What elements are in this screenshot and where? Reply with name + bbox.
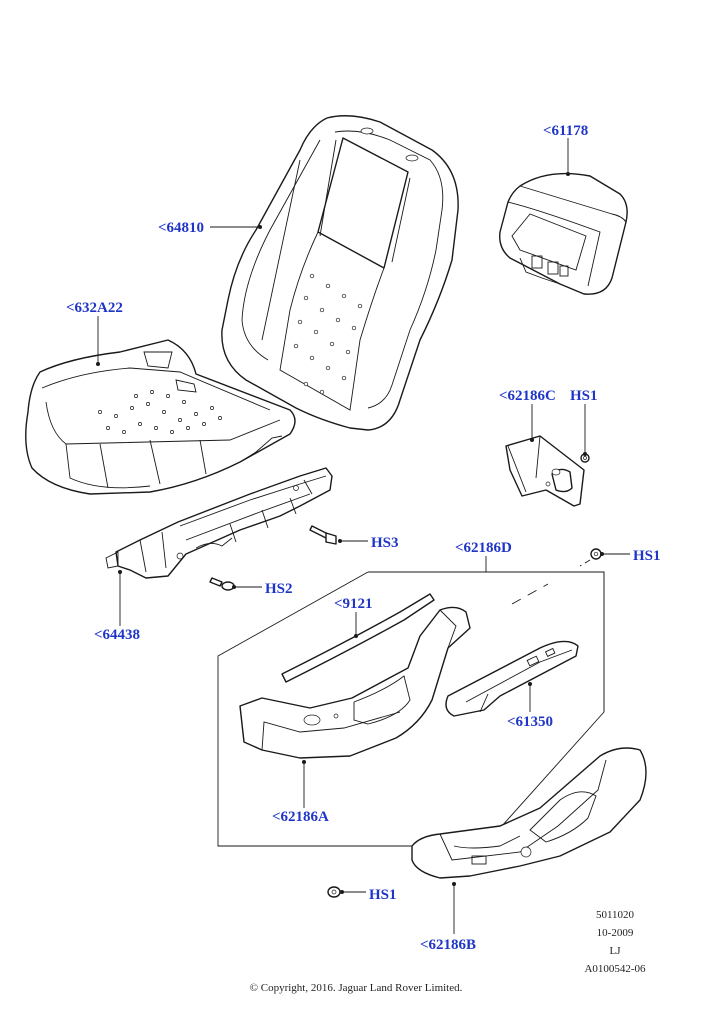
drawing-reference: A0100542-06 xyxy=(584,963,646,975)
headrest[interactable] xyxy=(499,172,628,295)
seal-strip[interactable] xyxy=(281,593,435,683)
callout-hs2[interactable]: HS2 xyxy=(265,581,293,597)
seat-frame-bracket[interactable] xyxy=(105,467,333,579)
inner-side-trim[interactable] xyxy=(411,747,647,879)
callout-9121[interactable]: <9121 xyxy=(334,596,373,612)
callout-632a22[interactable]: <632A22 xyxy=(66,300,123,316)
callout-62186c[interactable]: <62186C xyxy=(499,388,556,404)
callout-hs1-bottom[interactable]: HS1 xyxy=(369,887,397,903)
screw-hs2[interactable] xyxy=(209,577,235,591)
callout-64438[interactable]: <64438 xyxy=(94,627,141,643)
callout-hs1-middle[interactable]: HS1 xyxy=(633,548,661,564)
callout-62186d[interactable]: <62186D xyxy=(455,540,512,556)
seat-cushion-cover[interactable] xyxy=(25,339,296,495)
leader-lines xyxy=(96,138,630,934)
drawing-number: 5011020 xyxy=(595,909,635,921)
callout-hs1-top[interactable]: HS1 xyxy=(570,388,598,404)
callout-62186a[interactable]: <62186A xyxy=(272,809,329,825)
callout-62186b[interactable]: <62186B xyxy=(420,937,477,953)
drawing-initials: LJ xyxy=(609,945,621,957)
seat-back-cover[interactable] xyxy=(221,115,459,431)
copyright-notice: © Copyright, 2016. Jaguar Land Rover Lim… xyxy=(249,982,463,994)
callout-64810[interactable]: <64810 xyxy=(158,220,205,236)
dashed-leader-2 xyxy=(511,583,549,605)
screw-hs1-bottom[interactable] xyxy=(327,886,341,898)
callout-61178[interactable]: <61178 xyxy=(543,123,589,139)
dashed-leader xyxy=(579,559,591,567)
screw-hs1-middle[interactable] xyxy=(590,548,602,560)
callout-hs3[interactable]: HS3 xyxy=(371,535,399,551)
callout-61350[interactable]: <61350 xyxy=(507,714,554,730)
switch-bezel[interactable] xyxy=(445,640,579,717)
trim-bracket-62186c[interactable] xyxy=(505,435,585,507)
outer-side-trim[interactable] xyxy=(239,606,471,759)
drawing-date: 10-2009 xyxy=(596,927,634,939)
bolt-hs3[interactable] xyxy=(309,525,337,545)
